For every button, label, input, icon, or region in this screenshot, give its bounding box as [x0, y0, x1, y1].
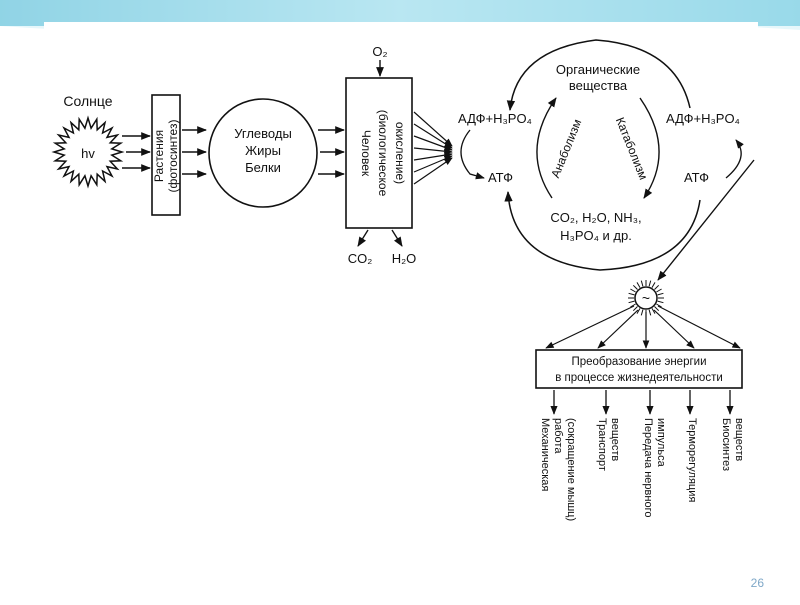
sun-to-plants-arrows — [122, 132, 151, 172]
function-nerve-1: Передача нервного — [642, 418, 654, 517]
energy-ray — [656, 303, 662, 308]
organic-top-label-2: вещества — [569, 78, 628, 93]
function-transport-2: веществ — [609, 418, 621, 461]
diagram-panel-bottom — [520, 274, 758, 552]
energy-symbol: ~ — [628, 280, 664, 316]
human-sublabel-1: (биологическое — [376, 110, 390, 197]
energy-ray — [654, 284, 660, 290]
sun: hv Солнце — [51, 93, 125, 189]
oxygen-label: O₂ — [372, 44, 387, 59]
atp-left-label: АТФ — [488, 170, 513, 185]
human-sublabel-2: окисление) — [393, 122, 407, 184]
energy-ray — [640, 280, 644, 287]
energy-ray — [648, 280, 652, 287]
energy-box-label-1: Преобразование энергии — [571, 356, 706, 368]
energy-ray — [636, 308, 641, 314]
atp-right-label: АТФ — [684, 170, 709, 185]
human-label: Человек — [359, 130, 373, 177]
energy-ray — [628, 292, 635, 296]
organic-bottom-label-1: CO₂, H₂O, NH₃, — [550, 210, 641, 225]
energy-ray — [657, 292, 664, 296]
adp-to-atp-left-arrow — [460, 129, 485, 180]
sun-label: Солнце — [63, 93, 112, 109]
energy-ray — [630, 303, 636, 308]
organic-top-label-1: Органические — [556, 62, 640, 77]
energy-ray — [632, 306, 638, 312]
energy-ray — [651, 308, 656, 314]
human-box: Человек (биологическое окисление) — [345, 77, 413, 229]
organic-bottom-label-2: H₃PO₄ и др. — [560, 228, 632, 243]
atp-to-adp-right-arrow — [725, 139, 744, 179]
nutrient-proteins: Белки — [245, 160, 281, 175]
function-thermoregulation: Терморегуляция — [686, 418, 698, 502]
energy-symbol-label: ~ — [642, 290, 650, 306]
sun-icon — [51, 115, 125, 189]
plants-box: Растения (фотосинтез) — [151, 94, 181, 216]
energy-box-label-2: в процессе жизнедеятельности — [555, 372, 723, 384]
nutrient-carbohydrates: Углеводы — [234, 126, 292, 141]
energy-ray — [640, 309, 644, 316]
energy-ray — [657, 300, 664, 304]
energy-ray — [636, 282, 641, 288]
function-transport-1: Транспорт — [596, 418, 608, 471]
energy-ray — [654, 306, 660, 312]
energy-ray — [656, 288, 662, 293]
energy-ray — [648, 309, 652, 316]
nutrients-circle: Углеводы Жиры Белки — [208, 98, 318, 208]
atp-to-energy-arrow — [657, 159, 755, 281]
energy-conversion-box: Преобразование энергии в процессе жизнед… — [535, 349, 743, 389]
function-mechanical-1: Механическая — [539, 418, 551, 491]
function-mechanical-2: работа — [552, 418, 564, 454]
adp-right-label: АДФ+H₃PO₄ — [666, 111, 740, 126]
plants-label: Растения — [152, 130, 166, 182]
metabolism-inner-cycle — [536, 97, 660, 199]
nutrients-to-human-arrows — [318, 126, 345, 178]
slide-number: 26 — [750, 576, 764, 590]
output-h2o: H₂O — [392, 251, 417, 266]
energy-ray — [632, 284, 638, 290]
function-mechanical-3: (сокращение мышц) — [565, 418, 577, 521]
plants-to-nutrients-arrows — [182, 126, 207, 178]
function-labels: Механическая работа (сокращение мышц) Тр… — [539, 418, 745, 521]
energy-to-box-arrows — [545, 305, 741, 349]
output-arrows — [357, 229, 403, 247]
plants-sublabel: (фотосинтез) — [166, 120, 180, 193]
output-co2: CO₂ — [348, 251, 373, 266]
metabolism-outer-loop — [504, 39, 701, 271]
energy-ray — [651, 282, 656, 288]
function-biosynthesis-1: Биосинтез — [720, 418, 732, 471]
nutrient-fats: Жиры — [245, 143, 281, 158]
energy-icon — [634, 286, 658, 310]
function-biosynthesis-2: веществ — [733, 418, 745, 461]
function-arrows — [550, 390, 734, 415]
energy-ray — [628, 300, 635, 304]
adp-left-label: АДФ+H₃PO₄ — [458, 111, 532, 126]
function-nerve-2: импульса — [655, 418, 667, 468]
human-to-adp-arrows — [413, 111, 453, 185]
energy-ray — [630, 288, 636, 293]
sun-symbol: hv — [81, 146, 95, 161]
